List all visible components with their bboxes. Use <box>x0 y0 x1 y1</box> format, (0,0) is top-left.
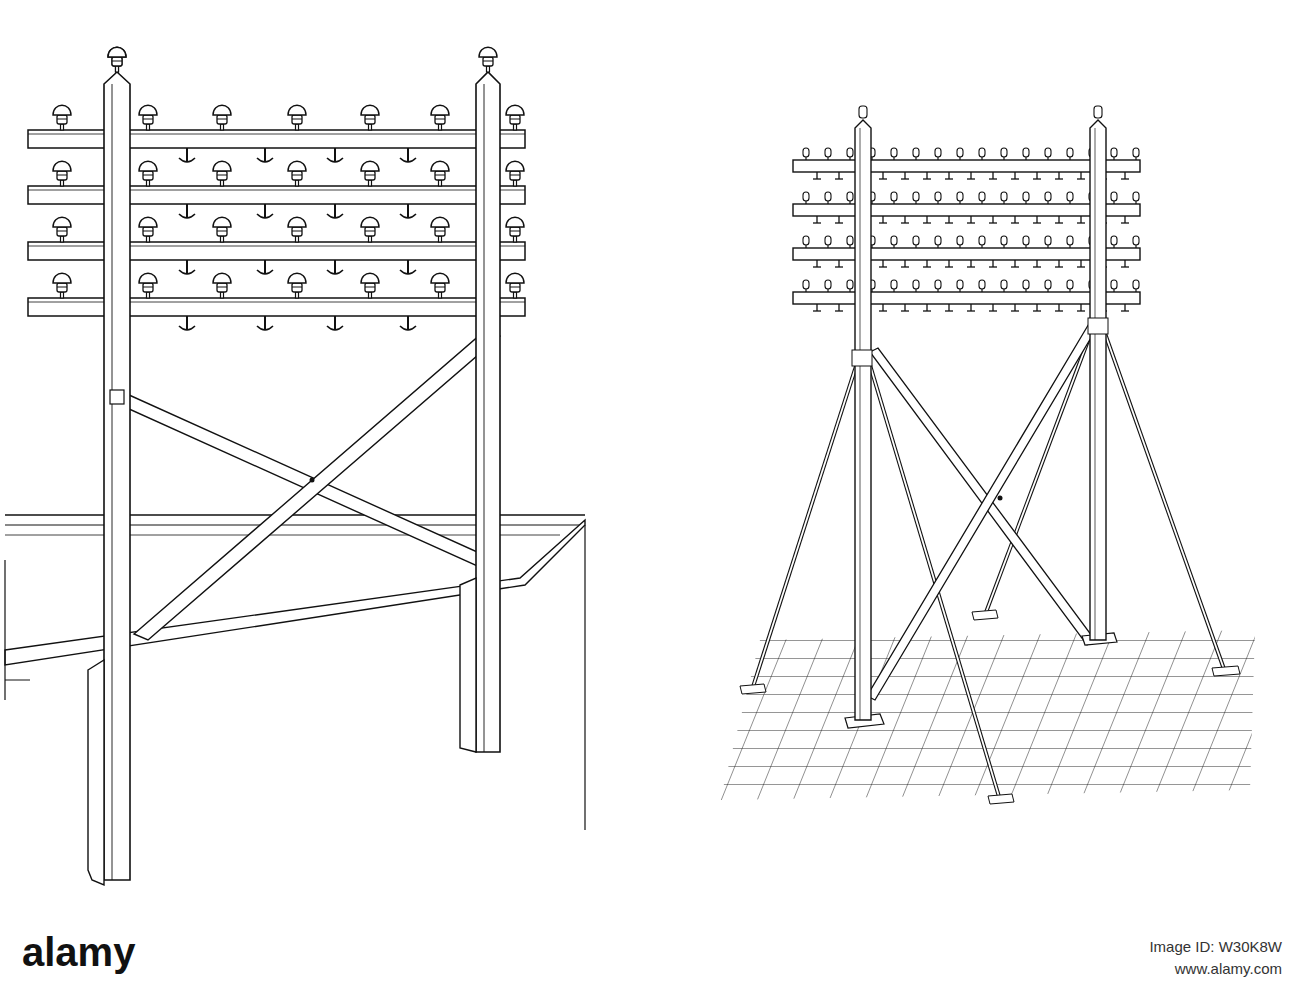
left-pole-frame <box>5 47 585 885</box>
footer-strip <box>0 915 1300 1004</box>
watermark-text: Image ID: W30K8W <box>1149 938 1282 955</box>
right-pole-frame <box>720 106 1255 804</box>
watermark-logo: alamy <box>22 930 135 975</box>
watermark-text: www.alamy.com <box>1175 960 1282 977</box>
